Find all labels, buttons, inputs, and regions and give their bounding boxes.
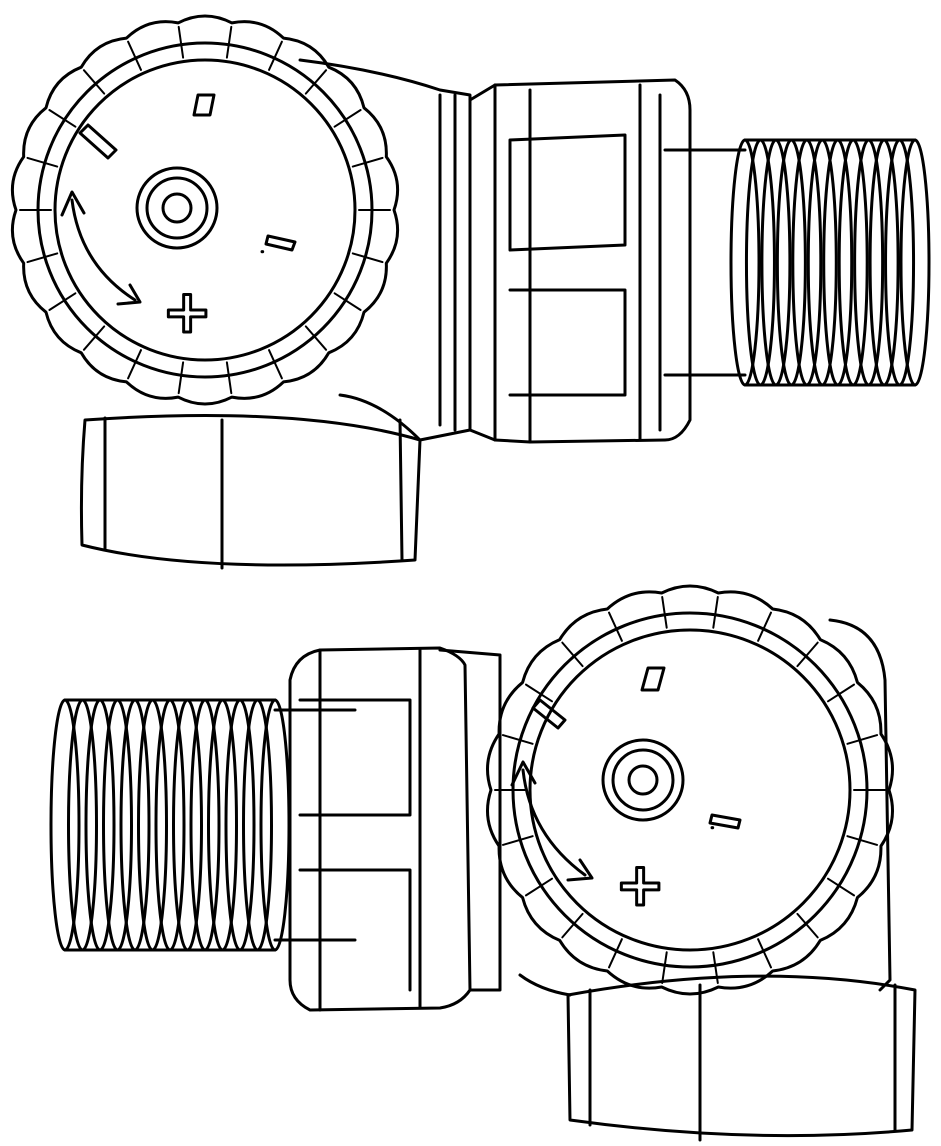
knob-rib [757, 938, 772, 969]
top-minus-mark: − [262, 251, 263, 253]
top-direction-arrow [60, 190, 142, 306]
thread-ridge [154, 698, 186, 952]
knob-rib [846, 734, 879, 745]
knob-rib [268, 40, 283, 71]
knob-rib [796, 912, 819, 939]
bottom-minus-mark: − [712, 827, 713, 829]
top-bottom-hex-nut [79, 414, 422, 570]
knob-rib [333, 109, 362, 128]
thread-ridge [84, 698, 116, 952]
knob-rib [304, 325, 328, 351]
knob-rib [561, 641, 584, 668]
thread-outline [63, 698, 277, 952]
knob-rib [501, 734, 534, 745]
knob-rib [661, 596, 668, 629]
bottom-bottom-hex-nut [566, 974, 917, 1142]
bottom-plus-mark: + [615, 850, 665, 920]
knob-rib [127, 40, 142, 71]
knob-face [528, 628, 852, 952]
bottom-valve: + − [49, 584, 917, 1142]
knob-rib [827, 877, 855, 897]
knob-rib [127, 349, 142, 380]
top-tick-marks [78, 93, 297, 252]
bottom-knob [485, 584, 895, 996]
knob-rib [304, 69, 328, 95]
thread-ridge [259, 698, 291, 952]
bottom-body [518, 618, 892, 997]
pipe-neck [663, 148, 747, 377]
knob-rib [351, 252, 384, 264]
knob-rib [48, 292, 77, 311]
top-plus-mark: + [162, 277, 212, 347]
pipe-neck [273, 708, 357, 942]
thread-ridge [49, 698, 81, 952]
knob-rib [351, 156, 384, 168]
thread-ridge [102, 698, 133, 952]
knob-rib [333, 292, 362, 311]
knob-rib [26, 156, 59, 168]
knob-rib [608, 611, 623, 642]
knob-rib [796, 641, 819, 668]
top-union-nut [468, 78, 692, 444]
thread-ridge [137, 698, 168, 952]
top-thread [663, 138, 931, 387]
thread-ridge [207, 698, 238, 952]
knob-inner-ring [36, 41, 374, 379]
top-body [298, 58, 472, 442]
knob-rib [846, 835, 879, 846]
knob-rib [501, 835, 534, 846]
bottom-union-nut [288, 646, 502, 1012]
bottom-tick-marks [531, 666, 742, 830]
knob-serrated-rim [485, 584, 895, 996]
knob-rib [82, 325, 106, 351]
top-center-screw [135, 166, 219, 250]
thread-ridge [67, 698, 98, 952]
knob-rib [712, 596, 719, 629]
knob-rib [225, 361, 233, 395]
knob-rib [757, 611, 772, 642]
bottom-thread [49, 698, 357, 952]
knob-rib [608, 938, 623, 969]
knob-rib [225, 25, 233, 59]
knob-inner-ring [511, 611, 869, 969]
knob-rib [561, 912, 584, 939]
knob-rib [525, 683, 553, 703]
knob-face [53, 58, 357, 362]
top-knob [10, 14, 400, 406]
thread-outline [743, 138, 917, 387]
knob-rib [661, 951, 668, 984]
top-valve: + − [10, 14, 931, 570]
knob-rib [712, 951, 719, 984]
knob-rib [525, 877, 553, 897]
knob-rib [26, 252, 59, 264]
bottom-center-screw [601, 738, 685, 822]
bottom-direction-arrow [510, 760, 594, 882]
knob-rib [82, 69, 106, 95]
knob-rib [268, 349, 283, 380]
thread-ridge [119, 698, 151, 952]
knob-serrated-rim [10, 14, 400, 406]
knob-rib [48, 109, 77, 128]
knob-rib [177, 25, 185, 59]
thread-ridge [242, 698, 273, 952]
knob-rib [827, 683, 855, 703]
thread-ridge [224, 698, 256, 952]
knob-rib [177, 361, 185, 395]
thread-ridge [189, 698, 221, 952]
thread-ridge [172, 698, 203, 952]
